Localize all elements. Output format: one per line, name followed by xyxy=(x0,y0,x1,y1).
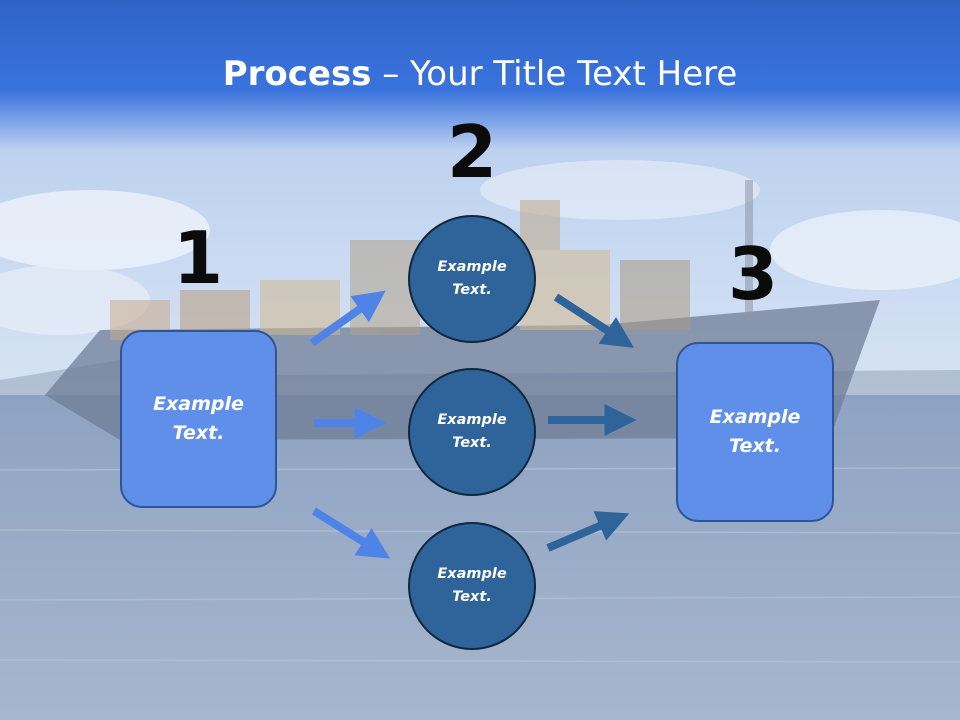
title-rest: – Your Title Text Here xyxy=(371,54,738,94)
step2-circle-middle: Example Text. xyxy=(408,368,536,496)
step2-circle-top: Example Text. xyxy=(408,215,536,343)
page-title: Process – Your Title Text Here xyxy=(0,52,960,96)
step3-box: Example Text. xyxy=(676,342,834,522)
step1-box: Example Text. xyxy=(120,330,277,508)
title-bold: Process xyxy=(222,54,372,94)
arrow-left-to-top xyxy=(309,290,386,347)
step-number-3: 3 xyxy=(727,232,779,316)
title-bar xyxy=(0,0,960,150)
arrow-bottom-to-right xyxy=(546,511,630,552)
arrow-top-to-right xyxy=(553,293,635,348)
step-number-2: 2 xyxy=(446,110,498,194)
step2-circle-bottom: Example Text. xyxy=(408,522,536,650)
step-number-1: 1 xyxy=(172,216,224,300)
arrow-left-to-bottom xyxy=(311,507,391,559)
